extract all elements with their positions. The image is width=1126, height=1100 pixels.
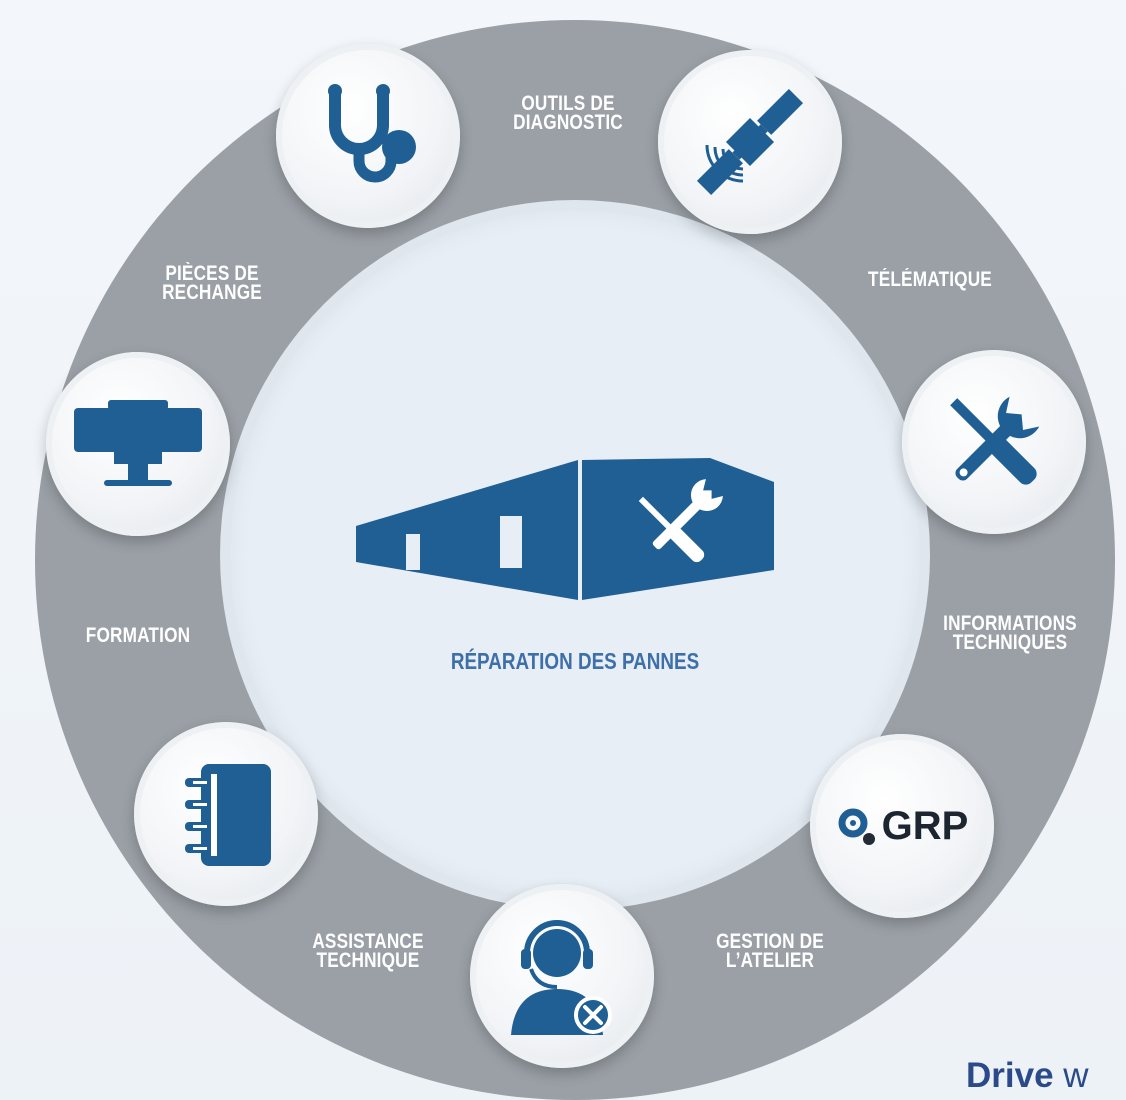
label-assistance-line1: ASSISTANCE bbox=[312, 930, 424, 953]
label-technical-assistance: ASSISTANCE TECHNIQUE bbox=[294, 930, 442, 972]
screwdriver-wrench-icon bbox=[929, 377, 1059, 507]
satellite-icon bbox=[685, 77, 815, 207]
brand-tagline: Drive w bbox=[966, 1056, 1089, 1096]
label-formation-line1: FORMATION bbox=[85, 624, 191, 647]
grp-logo-text: GRP bbox=[881, 803, 969, 848]
label-spare-parts-line2: RECHANGE bbox=[162, 281, 262, 304]
notebook-icon bbox=[171, 754, 281, 874]
workshop-building-tools-icon bbox=[350, 452, 780, 602]
label-workshop-management: GESTION DE L’ATELIER bbox=[696, 930, 844, 972]
label-tech-info-line2: TECHNIQUES bbox=[952, 631, 1068, 654]
bubble-formation[interactable] bbox=[134, 722, 318, 906]
label-formation: FORMATION bbox=[64, 624, 212, 647]
label-telematics-line1: TÉLÉMATIQUE bbox=[868, 268, 992, 291]
center-label: RÉPARATION DES PANNES bbox=[450, 648, 700, 674]
label-tech-info-line1: INFORMATIONS bbox=[943, 612, 1077, 635]
label-workshop-line2: L’ATELIER bbox=[725, 949, 815, 972]
stethoscope-icon bbox=[313, 81, 423, 191]
label-diagnostic-tools: OUTILS DE DIAGNOSTIC bbox=[494, 92, 642, 134]
brand-rest: w bbox=[1053, 1056, 1089, 1095]
label-spare-parts-line1: PIÈCES DE bbox=[165, 262, 259, 285]
monitor-icon bbox=[68, 394, 208, 494]
bubble-diagnostic[interactable] bbox=[276, 44, 460, 228]
bubble-spare-parts[interactable] bbox=[46, 352, 230, 536]
bubble-workshop-mgmt[interactable]: GRP bbox=[810, 734, 994, 918]
label-technical-information: INFORMATIONS TECHNIQUES bbox=[928, 612, 1092, 654]
bubble-tech-info[interactable] bbox=[902, 350, 1086, 534]
brand-bold: Drive bbox=[966, 1056, 1054, 1095]
label-assistance-line2: TECHNIQUE bbox=[316, 949, 420, 972]
grp-logo-icon: GRP bbox=[836, 803, 969, 849]
label-diagnostic-line1: OUTILS DE bbox=[521, 92, 615, 115]
label-telematics: TÉLÉMATIQUE bbox=[848, 268, 1012, 291]
label-diagnostic-line2: DIAGNOSTIC bbox=[513, 111, 623, 134]
bubble-assistance[interactable] bbox=[470, 884, 654, 1068]
label-spare-parts: PIÈCES DE RECHANGE bbox=[138, 262, 286, 304]
support-agent-icon bbox=[497, 911, 627, 1041]
label-workshop-line1: GESTION DE bbox=[716, 930, 824, 953]
bubble-telematics[interactable] bbox=[658, 50, 842, 234]
